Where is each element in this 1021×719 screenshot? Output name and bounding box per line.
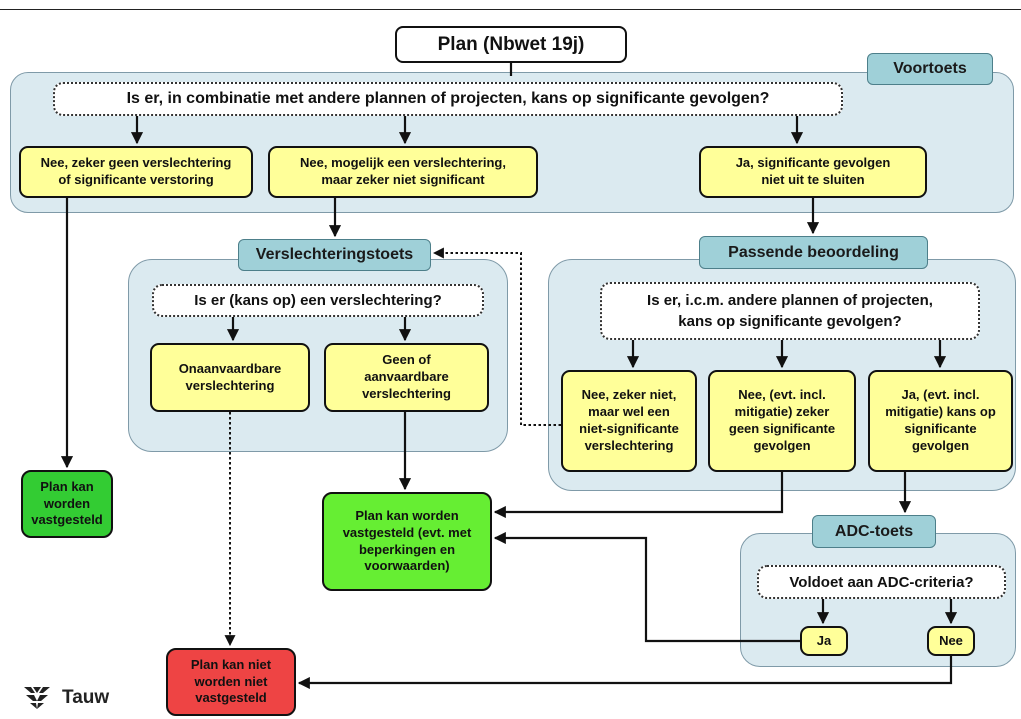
passende-option-no-significant-effects: Nee, (evt. incl. mitigatie) zeker geen s… bbox=[708, 370, 856, 472]
adc-answer-ja: Ja bbox=[800, 626, 848, 656]
adc-answer-nee: Nee bbox=[927, 626, 975, 656]
top-rule bbox=[0, 9, 1021, 10]
arrow-ja-to-green bbox=[493, 531, 800, 643]
tauw-logo: Tauw bbox=[22, 685, 109, 711]
arrow-passende-opt2-to-green bbox=[493, 472, 784, 519]
verslechteringstoets-question: Is er (kans op) een verslechtering? bbox=[152, 284, 484, 317]
passende-option-significant-effects: Ja, (evt. incl. mitigatie) kans op signi… bbox=[868, 370, 1013, 472]
plan-title-box: Plan (Nbwet 19j) bbox=[395, 26, 627, 63]
verslechteringstoets-tab: Verslechteringstoets bbox=[238, 239, 431, 271]
tauw-logo-icon bbox=[24, 687, 50, 709]
adc-question: Voldoet aan ADC-criteria? bbox=[757, 565, 1006, 599]
outcome-plan-not-adopted: Plan kan niet worden niet vastgesteld bbox=[166, 648, 296, 716]
outcome-plan-adopted-small: Plan kan worden vastgesteld bbox=[21, 470, 113, 538]
voortoets-option-no-deterioration: Nee, zeker geen verslechtering of signif… bbox=[19, 146, 253, 198]
outcome-plan-adopted: Plan kan worden vastgesteld (evt. met be… bbox=[322, 492, 492, 591]
dotted-arrow-passende-opt1-to-verslechteringstoets bbox=[432, 247, 561, 426]
arrow-nee-to-red bbox=[297, 656, 953, 690]
passende-beoordeling-tab: Passende beoordeling bbox=[699, 236, 928, 269]
passende-option-non-significant-deterioration: Nee, zeker niet, maar wel een niet-signi… bbox=[561, 370, 697, 472]
verslechtering-option-unacceptable: Onaanvaardbare verslechtering bbox=[150, 343, 310, 412]
voortoets-tab: Voortoets bbox=[867, 53, 993, 85]
voortoets-question: Is er, in combinatie met andere plannen … bbox=[53, 82, 843, 116]
adc-toets-tab: ADC-toets bbox=[812, 515, 936, 548]
voortoets-option-not-significant: Nee, mogelijk een verslechtering, maar z… bbox=[268, 146, 538, 198]
verslechtering-option-acceptable: Geen of aanvaardbare verslechtering bbox=[324, 343, 489, 412]
voortoets-option-significant: Ja, significante gevolgen niet uit te sl… bbox=[699, 146, 927, 198]
tauw-logo-text: Tauw bbox=[62, 687, 110, 708]
passende-beoordeling-question: Is er, i.c.m. andere plannen of projecte… bbox=[600, 282, 980, 340]
